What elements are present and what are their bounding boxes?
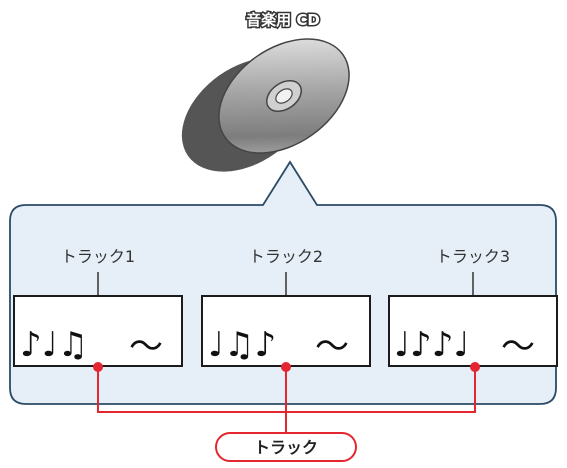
track-legend-pill (215, 432, 357, 462)
track-3-notes: ♩♪♪♩ (394, 325, 469, 365)
cd-disc-icon (181, 38, 350, 172)
track-3-wave-icon: ～ (501, 327, 535, 367)
track-2-wave-icon: ～ (315, 327, 349, 367)
cd-title: 音楽用 CD (246, 11, 320, 29)
track-1-notes: ♪♩♫ (20, 325, 88, 365)
track-1-marker (93, 362, 103, 372)
track-2-label: トラック2 (249, 247, 323, 266)
track-2-notes: ♩♫♪ (208, 325, 276, 365)
track-3-box (388, 295, 558, 367)
track-callout-lines (97, 367, 476, 433)
track-1-label: トラック1 (61, 247, 135, 266)
track-3-label: トラック3 (436, 247, 510, 266)
track-1-box (13, 295, 183, 367)
track-legend-label: トラック (254, 438, 318, 457)
track-1-wave-icon: ～ (129, 327, 163, 367)
track-3-marker (470, 362, 480, 372)
track-2-marker (281, 362, 291, 372)
